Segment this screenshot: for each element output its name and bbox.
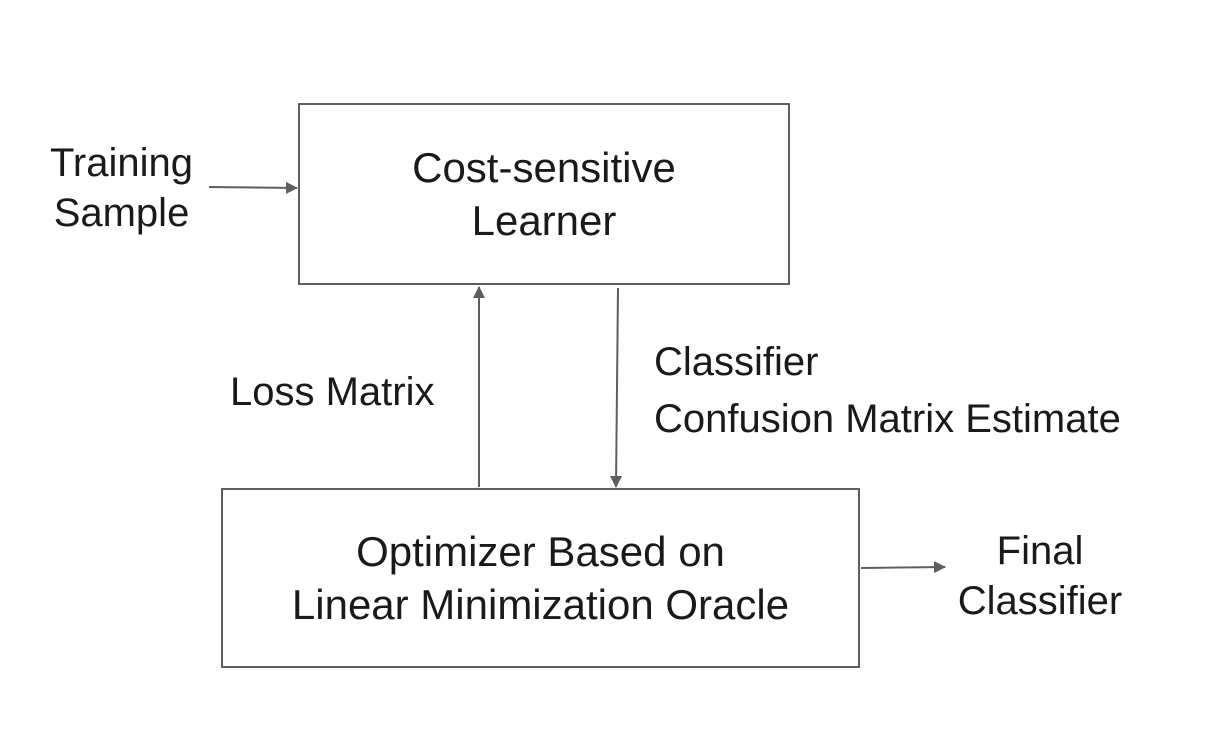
final-classifier-line-2: Classifier (957, 579, 1123, 623)
learner-label-line-1: Cost-sensitive (412, 144, 676, 191)
training-sample-line-2: Sample (53, 191, 190, 235)
final-classifier-line-1: Final (996, 529, 1084, 573)
optimizer-label-line-2: Linear Minimization Oracle (291, 581, 790, 628)
learner-label-line-2: Learner (471, 197, 617, 244)
learner-output-label: Classifier Confusion Matrix Estimate (654, 334, 1121, 448)
arrow-learner-to-optimizer (610, 287, 623, 488)
optimizer-node: Optimizer Based on Linear Minimization O… (221, 488, 860, 668)
cost-sensitive-learner-node: Cost-sensitive Learner (298, 103, 790, 285)
learner-output-line-2: Confusion Matrix Estimate (654, 397, 1121, 441)
training-sample-line-1: Training (49, 141, 194, 185)
arrow-training-to-learner (208, 181, 298, 194)
arrow-optimizer-to-final (860, 561, 946, 574)
final-classifier-label: Final Classifier (950, 526, 1130, 626)
loss-matrix-label: Loss Matrix (230, 370, 435, 414)
training-sample-label: Training Sample (44, 138, 199, 238)
optimizer-label-line-1: Optimizer Based on (356, 528, 725, 575)
learner-output-line-1: Classifier (654, 340, 819, 384)
